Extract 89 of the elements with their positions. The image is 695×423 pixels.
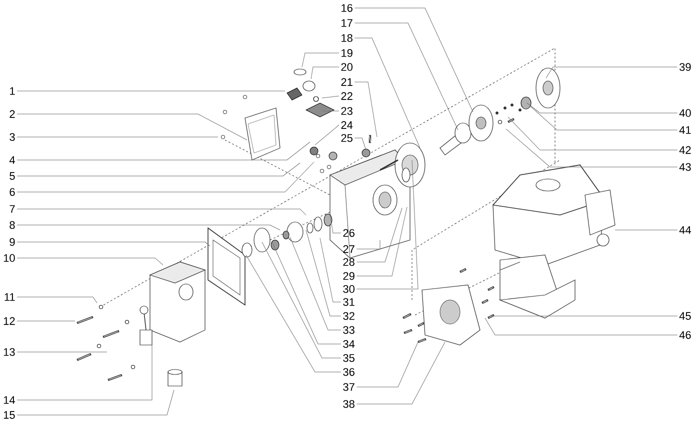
leader-line	[306, 230, 342, 316]
callout-number: 27	[343, 245, 354, 253]
leader-line	[16, 162, 314, 192]
leader-line	[16, 162, 300, 176]
leader-line	[16, 114, 248, 140]
leader-line	[16, 390, 174, 416]
callout-number: 4	[9, 156, 15, 164]
leader-line	[356, 342, 446, 404]
callout-number: 12	[4, 317, 15, 325]
leader-line	[302, 52, 340, 68]
leader-line	[314, 124, 340, 146]
callout-number: 42	[679, 146, 691, 154]
callout-number: 21	[341, 78, 352, 86]
callout-number: 36	[343, 368, 354, 376]
leader-line	[354, 38, 420, 148]
leader-line	[356, 208, 402, 262]
callout-number: 29	[343, 272, 354, 280]
callout-number: 5	[10, 172, 15, 180]
callout-number: 26	[343, 229, 354, 237]
leader-line	[526, 102, 678, 114]
leader-line	[320, 238, 342, 302]
leader-line	[290, 236, 342, 330]
leader-line	[16, 242, 210, 246]
callout-number: 10	[4, 254, 15, 262]
callout-number: 20	[341, 63, 352, 71]
callout-number: 2	[10, 110, 15, 118]
callout-number: 39	[680, 63, 691, 71]
callout-number: 8	[10, 221, 15, 229]
callout-number: 7	[10, 205, 15, 213]
callout-number: 41	[679, 126, 691, 134]
leader-line	[262, 242, 342, 358]
leader-line	[16, 224, 280, 230]
callout-number: 30	[343, 285, 354, 293]
leader-line	[322, 96, 340, 98]
leader-line	[484, 318, 678, 336]
callout-number: 38	[343, 400, 354, 408]
leader-line	[356, 342, 418, 388]
leader-line	[356, 160, 418, 290]
leader-line	[16, 342, 152, 400]
callout-number: 18	[342, 34, 352, 42]
callout-number: 35	[343, 354, 354, 362]
callout-number: 16	[342, 4, 352, 12]
leader-line	[354, 8, 474, 112]
callout-number: 32	[343, 312, 354, 320]
callout-number: 22	[341, 92, 352, 100]
callout-number: 11	[4, 293, 15, 301]
leader-line	[16, 296, 98, 304]
leader-line	[16, 258, 164, 266]
callout-number: 19	[342, 49, 352, 57]
leader-line	[354, 22, 458, 130]
leader-line	[272, 242, 342, 344]
leader-line	[546, 66, 678, 78]
callout-number: 6	[10, 188, 15, 196]
callout-number: 46	[679, 331, 691, 339]
leader-line	[330, 214, 342, 234]
leader-line	[530, 106, 678, 130]
leader-line	[16, 208, 306, 216]
callout-number: 43	[679, 163, 691, 171]
callout-number: 1	[10, 87, 15, 95]
leader-line	[16, 320, 76, 322]
callout-number: 3	[10, 133, 15, 141]
callout-number: 25	[341, 134, 352, 142]
callout-number: 14	[4, 396, 15, 404]
callout-number: 45	[679, 312, 691, 320]
callout-number: 34	[343, 340, 355, 348]
leader-line	[246, 254, 342, 372]
callout-number: 37	[343, 383, 354, 391]
callout-number: 24	[341, 121, 353, 129]
leader-line	[356, 240, 380, 250]
callout-number: 44	[679, 226, 691, 234]
leader-line	[506, 128, 678, 168]
callout-number: 31	[343, 298, 354, 306]
callout-number: 28	[343, 258, 354, 266]
callout-number: 13	[4, 348, 15, 356]
leader-line	[16, 90, 286, 92]
callout-number: 33	[343, 326, 354, 334]
callout-number: 9	[10, 238, 15, 246]
callout-number: 23	[341, 107, 352, 115]
leader-line	[16, 142, 310, 160]
leader-line	[508, 116, 678, 150]
leader-line	[356, 206, 408, 276]
leader-line	[16, 136, 218, 138]
callout-number: 40	[679, 109, 691, 117]
callout-number: 17	[342, 19, 352, 27]
leader-line	[354, 138, 366, 150]
leader-line	[310, 66, 340, 80]
callout-number: 15	[4, 411, 15, 419]
leader-line	[322, 110, 340, 112]
leader-line	[354, 82, 378, 138]
